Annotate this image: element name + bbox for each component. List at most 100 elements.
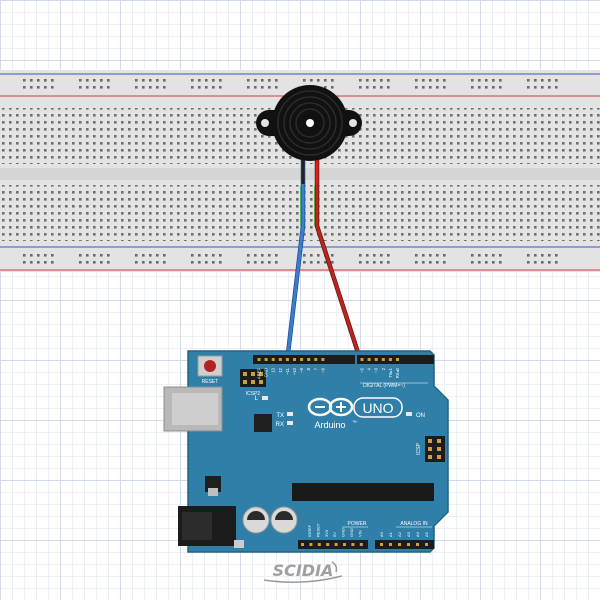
digital-pin-hole	[278, 358, 282, 361]
brand-tm: ™	[352, 420, 357, 426]
analog-header	[375, 540, 434, 549]
power-pin-hole	[317, 543, 321, 546]
digital-pin-hole	[381, 358, 385, 361]
icsp-label: ICSP	[416, 443, 422, 455]
power-pin-label: RESET	[315, 523, 320, 537]
power-pin-hole	[301, 543, 304, 546]
analog-pin-hole	[407, 543, 410, 546]
buzzer-mount-hole-right	[349, 119, 357, 127]
power-pin-label: GND	[349, 528, 354, 537]
digital-pin-hole	[293, 358, 296, 361]
digital-pin-hole	[360, 358, 364, 361]
power-pin-label: 3V3	[324, 529, 329, 537]
power-pin-label: IOREF	[307, 524, 312, 537]
digital-pin-label: 4	[367, 367, 372, 370]
analog-pin-hole	[416, 543, 419, 546]
digital-pin-hole	[285, 358, 289, 361]
led-rx	[287, 421, 293, 425]
reset-button[interactable]	[197, 355, 223, 377]
digital-pin-hole	[271, 358, 275, 361]
digital-label: DIGITAL (PWM=~)	[363, 383, 405, 389]
digital-pin-label: 7	[313, 367, 318, 370]
digital-pin-label: ~5	[360, 367, 365, 372]
analog-pin-label: A5	[424, 531, 429, 537]
analog-pin-hole	[398, 543, 401, 546]
crystal	[234, 540, 244, 548]
digital-pin-hole	[388, 358, 392, 361]
digital-pin-hole	[264, 358, 268, 361]
center-channel	[0, 168, 600, 180]
usb-port	[163, 386, 223, 432]
atmega-chip	[292, 483, 434, 501]
power-pin-label: 5V	[332, 532, 337, 537]
uno-badge-text: UNO	[362, 400, 393, 416]
digital-pin-label: 2	[381, 367, 386, 370]
brand-text: Arduino	[314, 420, 345, 430]
power-pin-hole	[343, 543, 346, 546]
analog-pin-label: A4	[415, 531, 420, 537]
reset-label: RESET	[202, 379, 219, 385]
digital-pin-hole	[307, 358, 311, 361]
digital-pin-hole	[300, 358, 304, 361]
buzzer-mount-hole-left	[261, 119, 269, 127]
power-pin-hole	[334, 543, 338, 546]
power-pin-hole	[351, 543, 355, 546]
analog-pin-hole	[425, 543, 428, 546]
analog-pin-label: A3	[406, 531, 411, 537]
digital-header	[253, 355, 434, 364]
icsp2-header	[240, 369, 266, 387]
led-rx-label: RX	[276, 422, 284, 428]
icsp2-label: ICSP2	[246, 391, 261, 397]
capacitors	[242, 506, 298, 534]
led-tx-label: TX	[276, 413, 284, 419]
arduino-logo	[307, 397, 354, 417]
board-pcb	[187, 350, 449, 553]
power-pin-label: VIN	[357, 530, 362, 537]
digital-pin-label: 12	[278, 367, 283, 372]
digital-pin-label: 8	[306, 367, 311, 370]
usb-chip	[254, 414, 272, 432]
analog-label: ANALOG IN	[400, 521, 428, 527]
uno-badge	[353, 397, 403, 418]
watermark-text: SCIDIA	[273, 561, 334, 580]
power-label: POWER	[348, 521, 367, 527]
digital-pin-label: 13	[271, 367, 276, 372]
digital-pin-holes	[257, 358, 399, 361]
analog-pin-label: A2	[397, 531, 402, 537]
digital-pin-label: ~3	[374, 367, 379, 372]
power-pin-hole	[359, 543, 363, 546]
power-rail-top	[21, 77, 560, 91]
analog-pin-hole	[380, 543, 383, 546]
icsp-header	[425, 436, 445, 462]
analog-pin-hole	[389, 543, 392, 546]
power-pin-hole	[326, 543, 330, 546]
buzzer-sound-hole	[306, 119, 314, 127]
bottom-pin-holes	[301, 543, 428, 546]
digital-pin-hole	[367, 358, 371, 361]
digital-pin-hole	[396, 358, 399, 361]
digital-pin-label: TX▸1	[388, 367, 393, 377]
power-pin-label: GND	[341, 528, 346, 537]
analog-pin-label: A0	[379, 531, 384, 537]
led-on	[406, 412, 412, 416]
digital-pin-hole	[314, 358, 318, 361]
digital-pin-hole	[321, 358, 325, 361]
digital-pin-label: AREF	[257, 368, 262, 380]
dc-power-jack	[178, 506, 236, 546]
watermark-logo: SCIDIA	[263, 561, 343, 583]
digital-pin-label: GND	[264, 368, 269, 377]
digital-pin-label: ~11	[285, 367, 290, 374]
digital-pin-hole	[257, 358, 261, 361]
status-leds	[262, 396, 412, 425]
piezo-buzzer[interactable]	[256, 85, 362, 184]
led-tx	[287, 412, 293, 416]
digital-pin-label: ~9	[299, 367, 304, 372]
power-header	[298, 540, 368, 549]
digital-pin-hole	[374, 358, 378, 361]
digital-pin-label: RX◂0	[395, 367, 400, 378]
led-l-label: L	[255, 396, 259, 402]
